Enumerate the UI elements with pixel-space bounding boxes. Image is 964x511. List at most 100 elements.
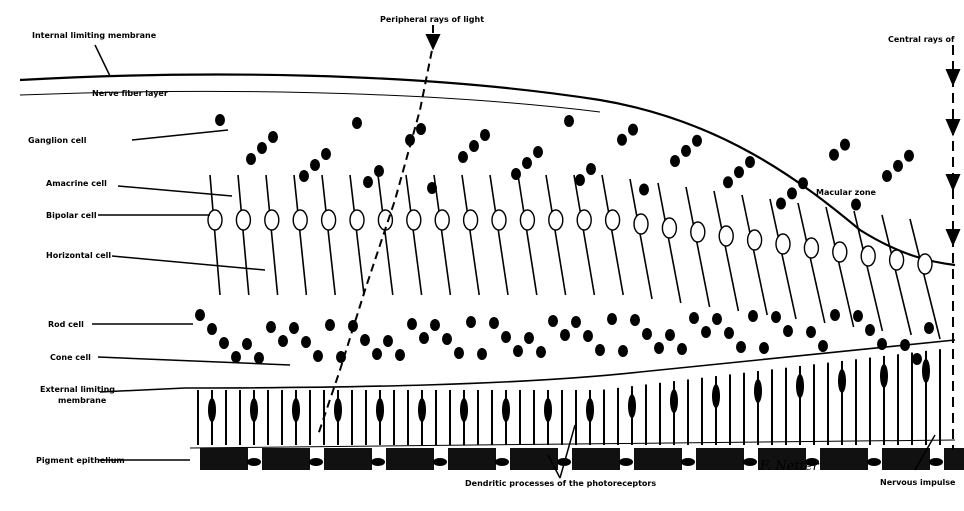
ganglion-body	[586, 163, 596, 175]
cone-body	[250, 398, 258, 422]
ganglion-body	[427, 182, 437, 194]
bipolar-axon	[658, 183, 681, 303]
nucleus	[583, 330, 593, 342]
nucleus	[430, 319, 440, 331]
peripheral-ray-arrow	[318, 25, 439, 435]
bipolar-body	[691, 222, 705, 242]
nucleus	[536, 346, 546, 358]
nucleus	[748, 310, 758, 322]
nucleus	[571, 316, 581, 328]
ganglion-body	[776, 197, 786, 209]
nucleus	[207, 323, 217, 335]
bipolar-axon	[686, 187, 710, 307]
nucleus	[489, 317, 499, 329]
bipolar-axon	[322, 175, 335, 295]
cone-body	[796, 374, 804, 398]
nucleus	[677, 343, 687, 355]
label-internal-limiting-membrane: Internal limiting membrane	[32, 31, 157, 40]
bipolar-axon	[574, 175, 594, 295]
bipolar-body	[350, 210, 364, 230]
bipolar-body	[890, 250, 904, 270]
nucleus	[278, 335, 288, 347]
pigment-nucleus	[433, 458, 447, 466]
pigment-cell	[820, 448, 868, 470]
ganglion-body	[564, 115, 574, 127]
label-dendritic-processes: Dendritic processes of the photoreceptor…	[465, 479, 656, 488]
nucleus	[865, 324, 875, 336]
bipolar-body	[918, 254, 932, 274]
nucleus	[595, 344, 605, 356]
nucleus	[806, 326, 816, 338]
nucleus	[419, 332, 429, 344]
bipolar-axon	[406, 175, 422, 295]
label-bipolar-cell: Bipolar cell	[46, 211, 97, 220]
nucleus	[383, 335, 393, 347]
ganglion-body	[904, 150, 914, 162]
bipolar-body	[748, 230, 762, 250]
nucleus	[313, 350, 323, 362]
cone-body	[838, 369, 846, 393]
bipolar-axon	[826, 207, 854, 327]
nucleus	[242, 338, 252, 350]
nucleus	[759, 342, 769, 354]
nucleus	[501, 331, 511, 343]
label-ganglion-cell: Ganglion cell	[28, 136, 87, 145]
nucleus	[219, 337, 229, 349]
bipolar-axon	[490, 175, 508, 295]
nucleus	[654, 342, 664, 354]
nucleus	[548, 315, 558, 327]
label-amacrine-cell: Amacrine cell	[46, 179, 107, 188]
label-nervous-impulse: Nervous impulse	[880, 478, 956, 487]
label-rod-cell: Rod cell	[48, 320, 84, 329]
bipolar-body	[208, 210, 222, 230]
cone-body	[334, 398, 342, 422]
ganglion-body	[299, 170, 309, 182]
pigment-cell	[572, 448, 620, 470]
ganglion-body	[416, 123, 426, 135]
cone-body	[670, 389, 678, 413]
nucleus	[736, 341, 746, 353]
bipolar-body	[322, 210, 336, 230]
ganglion-body	[257, 142, 267, 154]
ganglion-body	[639, 184, 649, 196]
nucleus	[701, 326, 711, 338]
cone-body	[628, 394, 636, 418]
nucleus	[665, 329, 675, 341]
pigment-cell	[944, 448, 964, 470]
pigment-nucleus	[867, 458, 881, 466]
bipolar-body	[549, 210, 563, 230]
bipolar-axon	[742, 195, 767, 315]
pigment-nucleus	[371, 458, 385, 466]
photoreceptor-cells	[198, 349, 940, 445]
nucleus	[818, 340, 828, 352]
cone-body	[292, 398, 300, 422]
ganglion-body	[734, 166, 744, 178]
ganglion-body	[829, 149, 839, 161]
bipolar-body	[435, 210, 449, 230]
ganglion-body	[692, 135, 702, 147]
bipolar-body	[861, 246, 875, 266]
ganglion-body	[670, 155, 680, 167]
bipolar-body	[719, 226, 733, 246]
nucleus	[301, 336, 311, 348]
cone-body	[880, 364, 888, 388]
cone-body	[544, 398, 552, 422]
cone-body	[922, 359, 930, 383]
bipolar-body	[265, 210, 279, 230]
bipolar-body	[464, 210, 478, 230]
ganglion-body	[628, 124, 638, 136]
nucleus	[853, 310, 863, 322]
bipolar-axon	[238, 175, 249, 295]
nucleus	[642, 328, 652, 340]
cone-body	[754, 379, 762, 403]
pigment-cell	[386, 448, 434, 470]
cone-body	[502, 398, 510, 422]
cone-body	[418, 398, 426, 422]
nucleus	[513, 345, 523, 357]
ganglion-body	[575, 174, 585, 186]
pigment-nucleus	[309, 458, 323, 466]
nucleus	[289, 322, 299, 334]
ganglion-body	[533, 146, 543, 158]
ganglion-body	[851, 198, 861, 210]
